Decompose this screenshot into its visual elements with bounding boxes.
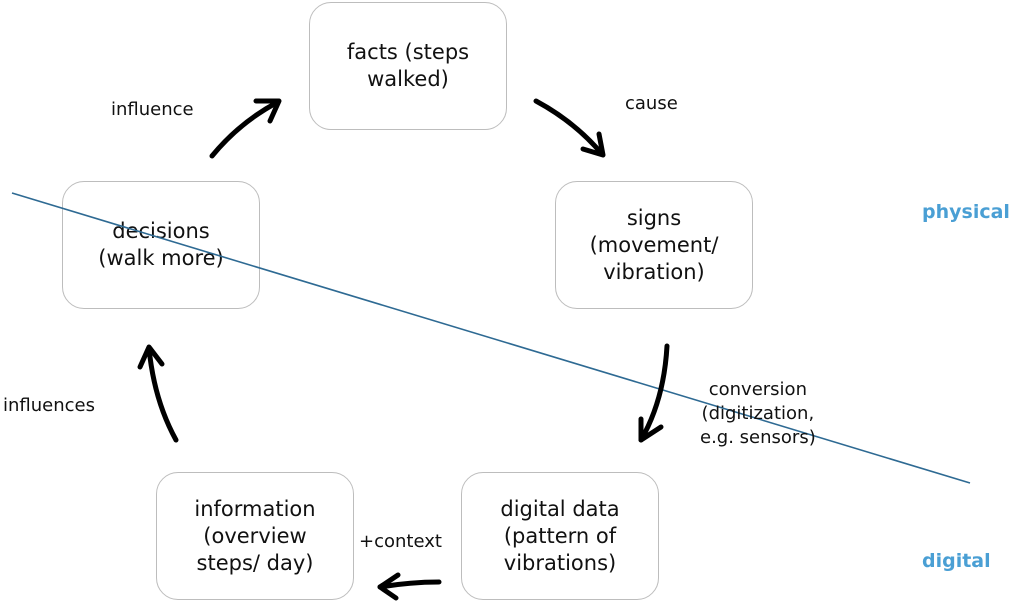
region-label-digital: digital [922, 550, 991, 572]
edge-label-influence: influence [111, 99, 194, 120]
arrow-conversion [638, 343, 670, 443]
edge-label-conversion: conversion (digitization, e.g. sensors) [700, 379, 816, 448]
node-digital-data-text: digital data (pattern of vibrations) [500, 496, 620, 575]
arrow-cause [533, 98, 606, 158]
edge-label-cause: cause [625, 93, 678, 114]
node-information: information (overview steps/ day) [156, 472, 354, 600]
node-facts: facts (steps walked) [309, 2, 507, 130]
node-signs-text: signs (movement/ vibration) [589, 205, 719, 284]
node-digital-data: digital data (pattern of vibrations) [461, 472, 659, 600]
node-decisions: decisions (walk more) [62, 181, 260, 309]
node-signs: signs (movement/ vibration) [555, 181, 753, 309]
arrow-influence [209, 98, 282, 159]
node-information-text: information (overview steps/ day) [194, 496, 316, 575]
node-decisions-text: decisions (walk more) [98, 219, 224, 270]
region-label-physical: physical [922, 201, 1010, 223]
arrow-context [377, 572, 442, 601]
node-facts-text: facts (steps walked) [346, 40, 470, 91]
edge-label-influences: influences [3, 395, 95, 416]
edge-label-context: +context [359, 531, 442, 552]
arrow-influences [137, 344, 179, 443]
